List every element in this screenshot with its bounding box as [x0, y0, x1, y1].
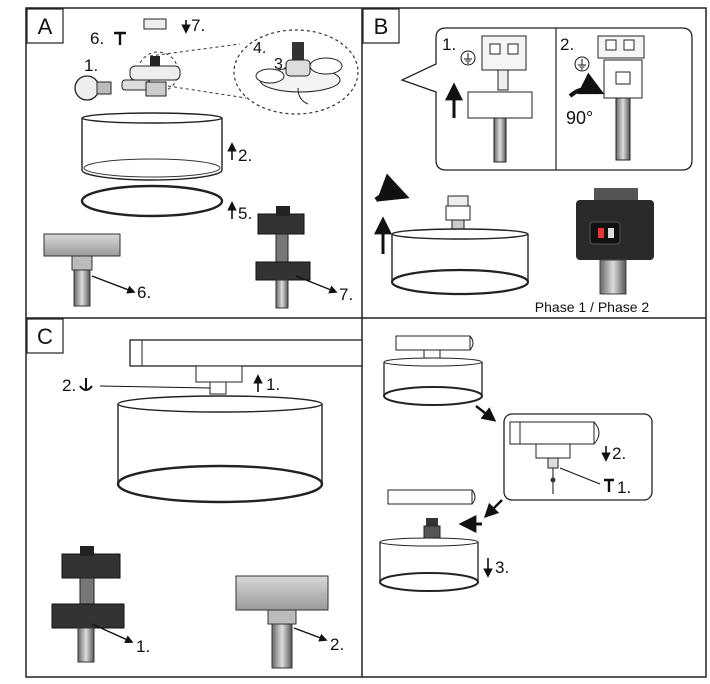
track-adapter-grey [43, 233, 121, 307]
rotate-arrow-90 [568, 72, 605, 98]
step-1-label: 1. [84, 56, 98, 75]
panel-c: C 1. 2. 1. [26, 318, 363, 669]
d-top-rail [395, 335, 474, 359]
b-adapter-small [445, 195, 471, 231]
phase-switch-photo [576, 188, 654, 295]
lamp-shade [81, 112, 223, 181]
step-7-label: 7. [191, 16, 205, 35]
step-5-label: 5. [238, 204, 252, 223]
step-2-label: 2. [238, 146, 252, 165]
arrow-step7b [295, 275, 338, 294]
d-step-2-label: 2. [612, 444, 626, 463]
panel-c-letter-box [26, 318, 64, 354]
step-6b-label: 6. [137, 283, 151, 302]
c-adapter-black [51, 546, 125, 663]
phase-caption: Phase 1 / Phase 2 [535, 299, 650, 315]
bulb-icon [74, 75, 112, 101]
b-rotate-arrow [374, 173, 410, 202]
ground-icon-2 [574, 56, 590, 72]
panel-a: A [26, 8, 359, 309]
b-angle-label: 90° [566, 108, 593, 128]
track-adapter-black [255, 206, 311, 309]
d-arrow-1 [475, 405, 497, 422]
panel-d: 2. 1. 3. [379, 335, 653, 592]
c-step-1b-label: 1. [136, 637, 150, 656]
c-step-1-label: 1. [266, 375, 280, 394]
step-3-label: 3. [274, 56, 287, 73]
c-adapter [195, 365, 243, 395]
adapter-body-1 [467, 91, 533, 119]
c-adapter-grey [235, 575, 329, 669]
d-bottom-adapter [423, 518, 441, 539]
d-step-3-label: 3. [495, 558, 509, 577]
step-6-label: 6. [90, 29, 104, 48]
panel-c-letter: C [37, 324, 53, 349]
ground-icon [460, 50, 476, 66]
c-track-rail [129, 339, 363, 367]
track-profile-2 [597, 35, 645, 161]
c-arrow-2b [293, 627, 328, 642]
step-4-label: 4. [253, 40, 266, 57]
panel-b: B 1. 2. 90° [362, 8, 693, 315]
c-step-2-label: 2. [62, 376, 76, 395]
d-bottom-shade [379, 537, 479, 592]
b-lamp-shade [390, 228, 530, 296]
diffuser-ring [80, 184, 224, 218]
c-arrow-1b [91, 623, 134, 644]
d-arrow-2 [483, 499, 503, 519]
d-step-1-label: 1. [617, 478, 631, 497]
d-top-shade [383, 357, 483, 406]
panel-a-letter-box [26, 8, 64, 44]
panel-b-letter: B [374, 14, 389, 39]
rotate-icon [114, 31, 126, 45]
track-profile-1 [481, 35, 527, 91]
b-step-1-label: 1. [442, 35, 456, 54]
c-lamp-shade [116, 395, 324, 504]
step-7b-label: 7. [339, 285, 353, 304]
b-step-2-label: 2. [560, 35, 574, 54]
c-lock-icon [79, 378, 93, 391]
arrow-step6b [91, 275, 136, 294]
panel-a-letter: A [38, 14, 53, 39]
c-step-2b-label: 2. [330, 635, 344, 654]
d-mid-rail [387, 489, 476, 505]
adapter-stem-1 [493, 117, 507, 163]
detail-magnifier [149, 29, 359, 115]
d-inset-rail [509, 421, 600, 494]
socket-assembly [121, 18, 181, 97]
d-rotate-icon [604, 478, 614, 492]
panel-b-letter-box [362, 8, 400, 44]
